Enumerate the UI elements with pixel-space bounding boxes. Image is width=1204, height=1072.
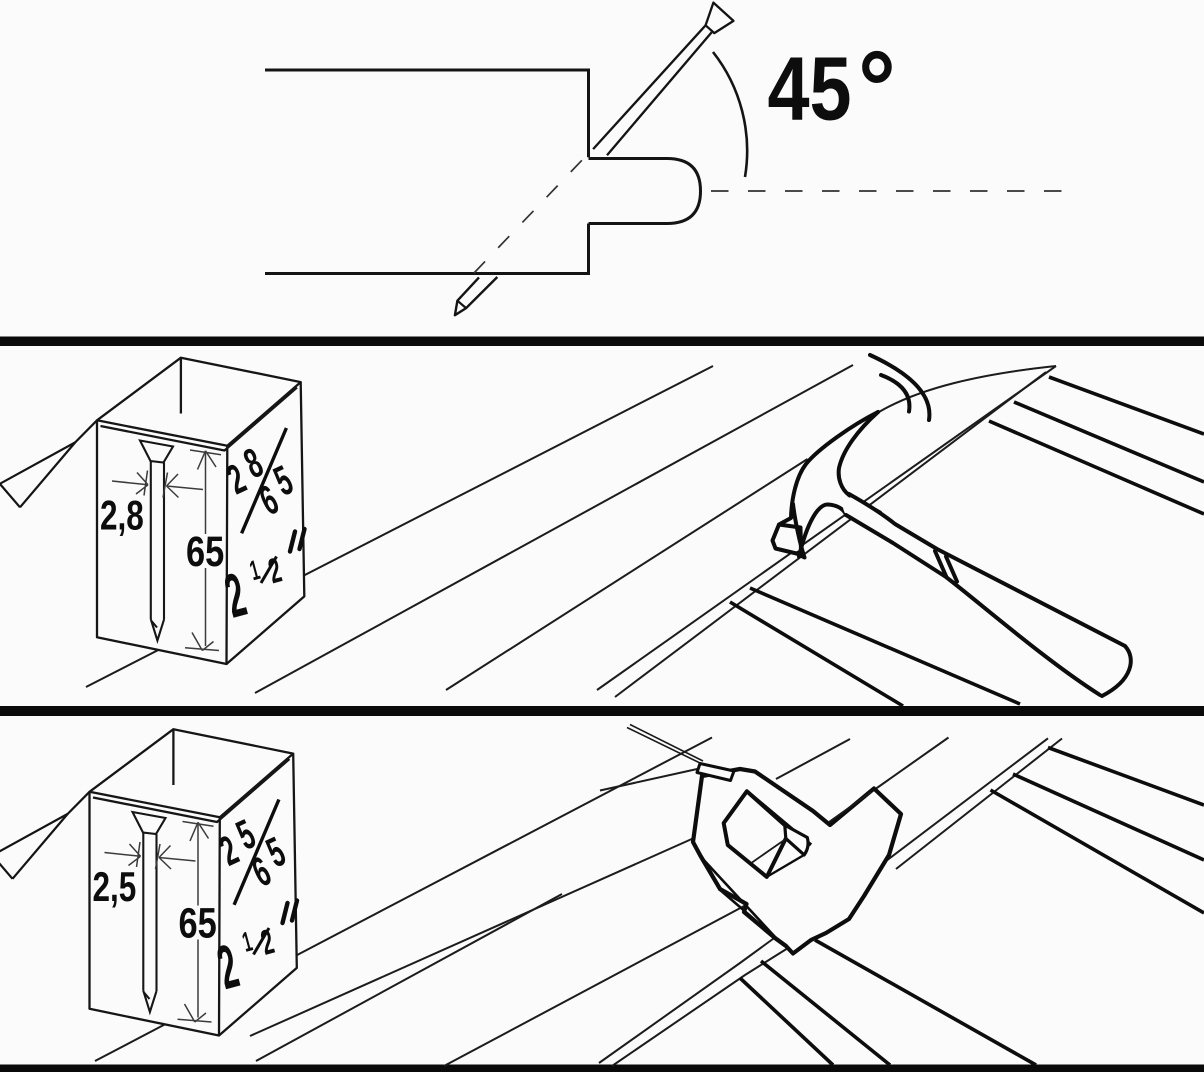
svg-text:65: 65 — [186, 528, 224, 575]
svg-text:2,8: 2,8 — [100, 491, 144, 539]
svg-text:2,5: 2,5 — [93, 863, 137, 911]
svg-text:65: 65 — [179, 900, 217, 947]
svg-text:°: ° — [858, 30, 896, 147]
svg-text:45: 45 — [768, 38, 852, 139]
